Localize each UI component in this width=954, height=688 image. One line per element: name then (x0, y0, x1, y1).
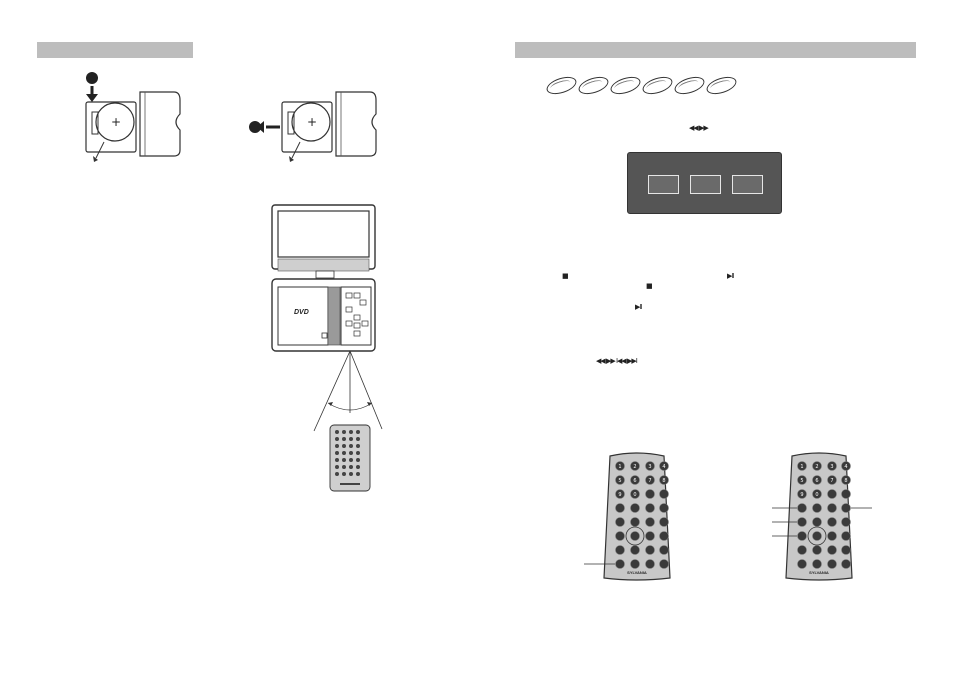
battery-holder-illustration-2: + (249, 91, 377, 162)
left-section-header-bar (37, 42, 193, 58)
disc-icon (576, 73, 611, 98)
remote-key-label: 7 (648, 478, 651, 484)
disc-icon (544, 73, 579, 98)
remote-key-label: 4 (662, 464, 665, 470)
remote-key-label: 5 (618, 478, 621, 484)
disc-icon (672, 73, 707, 98)
remote-key-label: 5 (800, 478, 803, 484)
remote-key-label: 1 (800, 464, 803, 470)
osd-button-left[interactable] (648, 175, 679, 194)
remote-key-label: 1 (618, 464, 621, 470)
dvd-player-illustration: DVD (271, 204, 383, 492)
remote-key-label: 6 (633, 478, 636, 484)
remote-key-label: 8 (662, 478, 665, 484)
disc-icon (704, 73, 739, 98)
remote-key-label: 9 (618, 492, 621, 498)
disc-icon (608, 73, 643, 98)
battery-insert-diagram-step2: + (246, 70, 386, 165)
remote-key-label: 3 (648, 464, 651, 470)
battery-insert-diagram-step1: + (82, 70, 192, 165)
play-pause-glyph: ▶II (727, 272, 734, 280)
svg-text:DVD: DVD (294, 309, 309, 316)
right-section-header-bar (515, 42, 916, 58)
disc-icon (640, 73, 675, 98)
search-glyphs: ◀◀ ▶▶ (689, 124, 709, 132)
remote-key-label: 6 (815, 478, 818, 484)
disc-format-icons (544, 72, 746, 100)
svg-text:+: + (111, 115, 121, 129)
stop-glyph: ■ (562, 272, 569, 280)
svg-text:+: + (307, 115, 317, 129)
remote-key-label: 2 (815, 464, 818, 470)
remote-key-label: 4 (844, 464, 847, 470)
skip-glyphs: ◀◀ ▶▶ I◀◀ ▶▶I (596, 357, 638, 365)
stop-glyph-2: ■ (646, 282, 653, 290)
remote-brand-label: SYLVANIA (627, 570, 647, 575)
remote-key-label: 0 (815, 492, 818, 498)
remote-key-label: 2 (633, 464, 636, 470)
remote-key-label: 9 (800, 492, 803, 498)
battery-holder-illustration-1: + (85, 72, 181, 162)
play-pause-glyph-2: ▶II (635, 303, 642, 311)
osd-panel (627, 152, 782, 214)
remote-key-label: 7 (830, 478, 833, 484)
remote-brand-label: SYLVANIA (809, 570, 829, 575)
remote-key-label: 0 (633, 492, 636, 498)
osd-button-right[interactable] (732, 175, 763, 194)
osd-button-middle[interactable] (690, 175, 721, 194)
remote-control-diagram-1: 1 2 3 4 5 6 7 8 9 0 SYLVANIA (580, 450, 690, 585)
remote-control-illustration-2: 1 2 3 4 5 6 7 8 9 0 SYLVANIA (772, 452, 872, 581)
remote-control-illustration-1: 1 2 3 4 5 6 7 8 9 0 SYLVANIA (584, 452, 671, 581)
remote-key-label: 3 (830, 464, 833, 470)
remote-control-diagram-2: 1 2 3 4 5 6 7 8 9 0 SYLVANIA (768, 450, 878, 585)
remote-key-label: 8 (844, 478, 847, 484)
dvd-player-remote-range-diagram: DVD (270, 203, 400, 493)
